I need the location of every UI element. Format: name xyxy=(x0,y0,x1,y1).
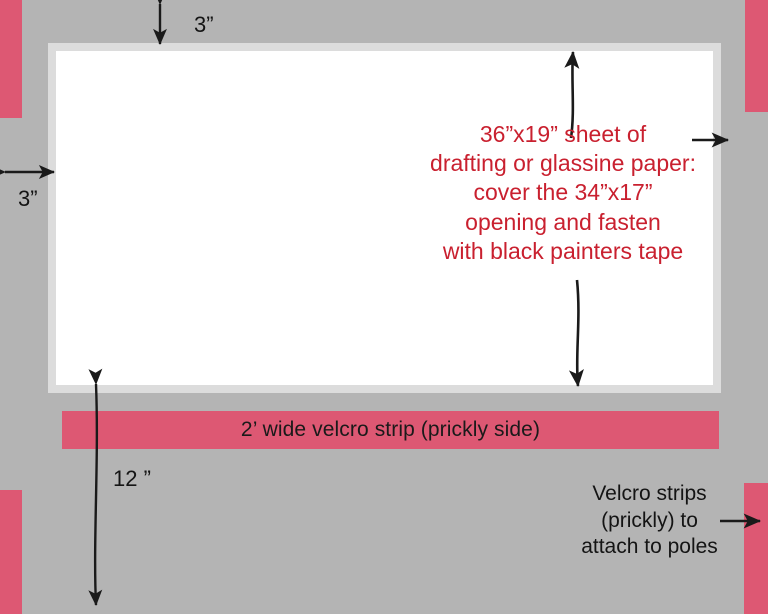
poles-note-text: Velcro strips (prickly) to attach to pol… xyxy=(581,482,718,559)
white-opening-inner xyxy=(56,51,713,385)
velcro-strip-wide: 2’ wide velcro strip (prickly side) xyxy=(62,411,719,449)
dimension-label-left-margin: 3” xyxy=(18,186,38,211)
white-opening xyxy=(48,43,721,393)
dimension-label-top-margin: 3” xyxy=(194,12,214,37)
velcro-strip-top-left xyxy=(0,0,22,118)
velcro-strip-bottom-left xyxy=(0,490,22,614)
velcro-strip-bottom-right xyxy=(744,483,768,614)
dimension-label-bottom-drop: 12 ” xyxy=(113,466,151,491)
velcro-strip-top-right xyxy=(745,0,768,112)
velcro-strip-label: 2’ wide velcro strip (prickly side) xyxy=(240,418,541,441)
paper-note-text: 36”x19” sheet of drafting or glassine pa… xyxy=(430,121,696,264)
